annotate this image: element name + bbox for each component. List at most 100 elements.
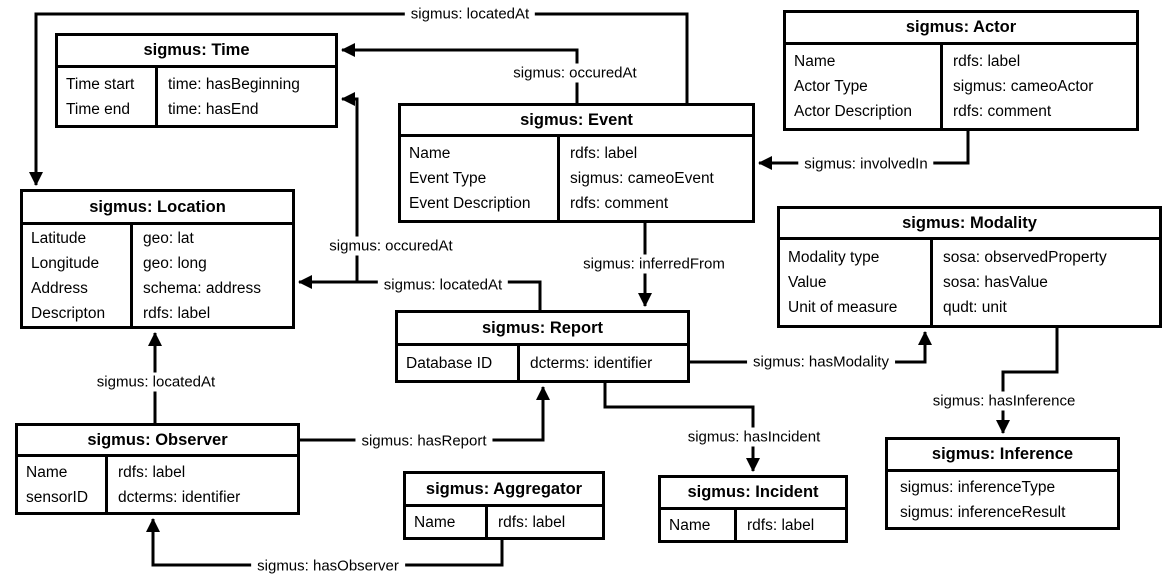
attributes-right-actor: rdfs: label sigmus: cameoActor rdfs: comme… [943,45,1136,128]
entity-title-modality: sigmus: Modality [780,209,1159,240]
entity-title-incident: sigmus: Incident [661,478,845,510]
attribute-label: Event Type [409,170,487,187]
attributes-right-modality: sosa: observedProperty sosa: hasValue qudt… [933,240,1159,325]
attribute-property: rdfs: label [570,145,638,162]
attribute-property: geo: lat [143,229,194,247]
attribute-property: qudt: unit [943,299,1007,316]
attribute-label: Name [794,53,836,70]
attribute-label: Latitude [31,229,87,247]
attributes-right-time: time: hasBeginning time: hasEnd [158,68,335,125]
attribute-property: rdfs: label [498,513,566,531]
attribute-label: Descripton [31,304,106,322]
attribute-label: Name [414,513,456,531]
attribute-property: time: hasBeginning [168,75,300,93]
attribute-property: rdfs: label [953,53,1021,70]
edge-label-modality-hasinference-inference: sigmus: hasInference [926,391,1082,411]
edge-label-report-occuredat-time: sigmus: occuredAt [323,236,459,256]
attributes-left-incident: Name [661,510,737,540]
entity-body-aggregator: Name rdfs: label [406,507,602,537]
entity-title-report: sigmus: Report [398,313,687,346]
attribute-property: dcterms: identifier [118,488,241,506]
attribute-label: Time end [66,100,131,118]
entity-body-incident: Name rdfs: label [661,510,845,540]
attribute-property: sigmus: inferenceType [900,478,1056,496]
entity-body-inference: sigmus: inferenceType sigmus: inferenceRe… [888,472,1117,527]
entity-title-observer: sigmus: Observer [18,426,297,457]
attributes-right-location: geo: lat geo: long schema: address rdfs: la… [133,225,292,326]
connector-event-locatedat-location [29,12,689,186]
attribute-label: Time start [66,75,135,93]
attribute-property: rdfs: comment [953,103,1052,120]
entity-title-actor: sigmus: Actor [786,13,1136,45]
attribute-property: rdfs: label [747,516,815,534]
entity-title-inference: sigmus: Inference [888,440,1117,472]
attribute-label: Event Description [409,195,531,212]
attributes-right-incident: rdfs: label [737,510,845,540]
attributes-single-inference: sigmus: inferenceType sigmus: inferenceRe… [888,472,1117,527]
attribute-label: Value [788,274,827,291]
connector-report-occuredat-time [341,92,359,282]
edge-label-observer-locatedat-location: sigmus: locatedAt [90,372,222,392]
edge-label-observer-hasreport-report: sigmus: hasReport [355,431,493,451]
edge-label-report-hasincident-incident: sigmus: hasIncident [681,427,827,447]
attribute-property: rdfs: label [143,304,211,322]
attribute-property: rdfs: comment [570,195,669,212]
edge-label-event-inferredfrom-report: sigmus: inferredFrom [577,254,731,274]
entity-title-aggregator: sigmus: Aggregator [406,474,602,507]
edge-label-aggregator-hasobserver-observer: sigmus: hasObserver [251,556,405,576]
attribute-label: Longitude [31,254,100,272]
attribute-label: Actor Type [794,78,868,95]
attribute-property: time: hasEnd [168,100,259,118]
attribute-property: sigmus: cameoActor [953,78,1094,95]
attribute-property: sosa: observedProperty [943,249,1107,266]
attributes-left-observer: Name sensorID [18,457,108,512]
edge-label-report-locatedat-location: sigmus: locatedAt [377,275,509,295]
attributes-right-aggregator: rdfs: label [488,507,602,537]
connector-modality-hasinference-inference [996,328,1059,434]
edge-label-event-locatedat-location: sigmus: locatedAt [404,4,536,24]
attribute-label: sensorID [26,488,89,506]
attribute-property: dcterms: identifier [530,354,653,372]
attribute-property: schema: address [143,279,262,297]
attribute-label: Name [409,145,451,162]
attribute-property: sosa: hasValue [943,274,1048,291]
attribute-property: geo: long [143,254,207,272]
attribute-label: Name [669,516,711,534]
attribute-label: Name [26,463,68,481]
attribute-label: Unit of measure [788,299,898,316]
attribute-property: sigmus: inferenceResult [900,503,1066,521]
edge-label-report-hasmodality-modality: sigmus: hasModality [747,352,895,372]
attribute-label: Actor Description [794,103,913,120]
attribute-label: Modality type [788,249,880,266]
attributes-right-observer: rdfs: label dcterms: identifier [108,457,297,512]
entity-body-observer: Name sensorID rdfs: label dcterms: identifi… [18,457,297,512]
attribute-label: Address [31,279,88,297]
attributes-left-report: Database ID [398,346,520,380]
entity-title-location: sigmus: Location [23,192,292,225]
attribute-property: rdfs: label [118,463,186,481]
attributes-left-aggregator: Name [406,507,488,537]
connector-event-occuredat-time [341,43,579,103]
edge-label-actor-involvedin-event: sigmus: involvedIn [798,154,934,174]
